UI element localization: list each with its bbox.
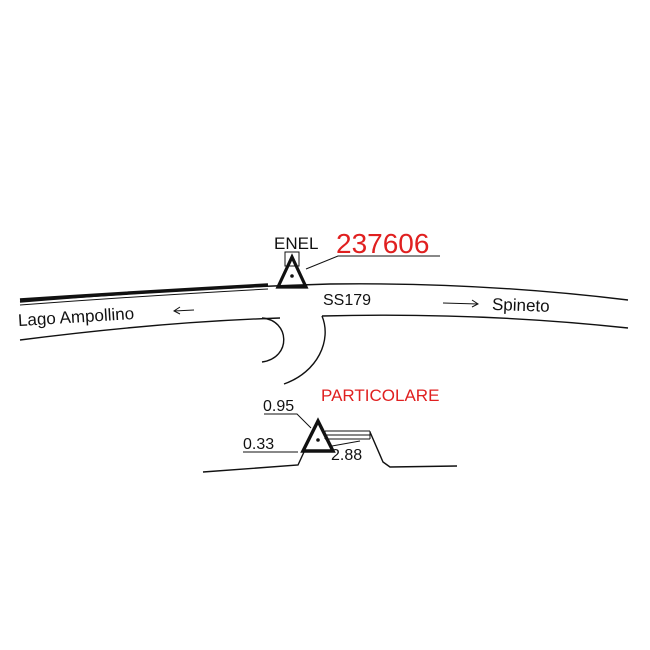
barrier: [324, 430, 371, 440]
enel-label: ENEL: [274, 234, 318, 253]
triangle-with-dot-icon: [275, 253, 309, 289]
guardrail: [19, 283, 269, 302]
right-destination-label: Spineto: [492, 295, 550, 316]
detail-triangle-dot: [316, 438, 320, 442]
guardrail-inner: [19, 288, 269, 306]
junction-curve-inner: [261, 317, 285, 363]
pole-box: [284, 251, 300, 267]
ground-right: [369, 431, 458, 468]
dim-right-leader: [331, 440, 361, 447]
left-destination-label: Lago Ampollino: [17, 304, 134, 330]
detail-section: [202, 413, 458, 473]
road-lower-edge: [19, 317, 281, 341]
detail-triangle-icon: [300, 417, 336, 453]
road-name-label: SS179: [323, 292, 371, 309]
arrow-right-icon: [442, 299, 479, 308]
pole-marker: [275, 251, 440, 289]
ground-left: [202, 451, 305, 473]
detail-title: PARTICOLARE: [321, 386, 439, 405]
arrow-left-icon: [173, 306, 195, 315]
code-leader-line: [305, 255, 440, 270]
dim-left-label: 0.33: [243, 436, 274, 453]
pole-dot: [290, 274, 294, 278]
road-lower-edge-right: [321, 314, 629, 329]
road-main: [19, 283, 629, 385]
code-label: 237606: [336, 228, 429, 259]
junction-curve-outer: [283, 315, 326, 385]
dim-top-leader: [264, 413, 312, 429]
dim-top-label: 0.95: [263, 398, 294, 415]
dim-right-label: 2.88: [331, 447, 362, 464]
